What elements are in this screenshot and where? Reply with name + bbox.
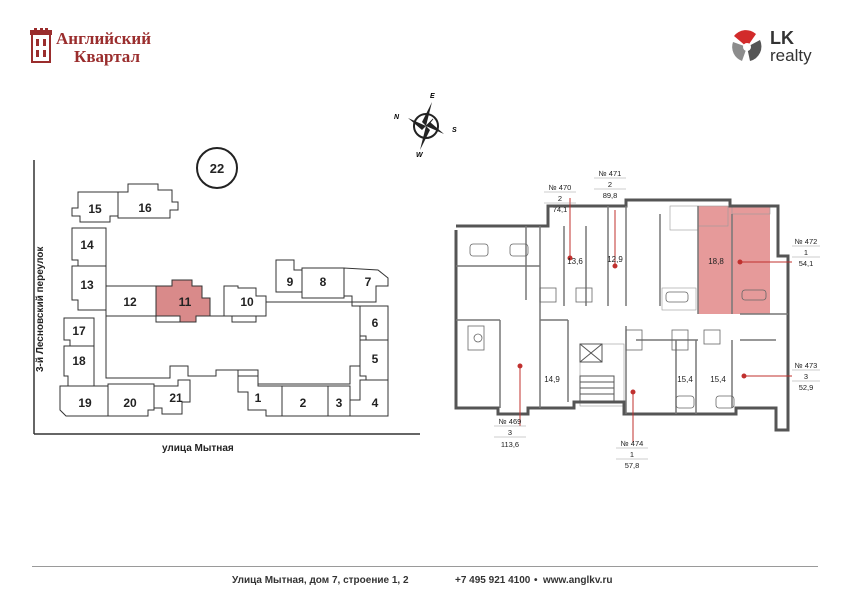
apartment-number: № 469 [499,417,522,426]
building-label-3: 3 [336,396,343,410]
building-13-outline [71,265,107,311]
apartment-473-info: № 473 3 52,9 [792,361,820,392]
building-label-7: 7 [365,275,372,289]
building-22-label: 22 [210,161,224,176]
brand-name-line2: Квартал [74,47,140,66]
building-label-20: 20 [123,396,137,410]
apartment-rooms: 3 [508,428,512,437]
compass-s-label: S [452,127,457,134]
building-label-16: 16 [138,201,152,215]
street-label-bottom: улица Мытная [162,443,234,454]
footer-separator: • [534,575,538,586]
building-label-8: 8 [320,275,327,289]
apartment-rooms: 1 [630,450,634,459]
footer-divider [32,566,818,567]
site-plan: 3-й Лесновский переулок улица Мытная 22 … [33,147,420,454]
castle-icon [30,28,52,63]
apartment-area: 54,1 [799,259,814,268]
apartment-area: 74,1 [553,205,568,214]
building-label-21: 21 [169,391,183,405]
building-label-15: 15 [88,202,102,216]
building-label-9: 9 [287,275,294,289]
building-label-11: 11 [179,295,192,309]
apartment-472-info: № 472 1 54,1 [792,237,820,268]
lk-swirl-icon [732,30,762,61]
floor-walls [454,198,790,432]
building-label-19: 19 [78,396,92,410]
building-label-18: 18 [72,354,86,368]
building-label-4: 4 [372,396,379,410]
building-16-outline [117,183,179,219]
building-label-10: 10 [240,295,254,309]
partner-name-line2: realty [770,46,812,65]
brand-name-line1: Английский [56,29,151,48]
apartment-area: 89,8 [603,191,618,200]
apartment-number: № 471 [599,170,622,178]
room-area-label: 18,8 [708,257,724,266]
bathroom-fixtures [467,243,767,409]
apartment-area: 113,6 [501,440,519,449]
room-area-label: 14,9 [544,375,560,384]
compass-n-label: N [394,114,400,121]
apartment-area: 57,8 [625,461,640,470]
building-11-highlight [155,279,211,323]
apartment-470-info: № 470 2 74,1 [544,183,576,214]
room-area-label: 13,6 [567,257,583,266]
apartment-474-info: № 474 1 57,8 [616,439,648,470]
building-22-circle [196,147,238,189]
building-17-outline [63,317,95,347]
building-label-17: 17 [72,324,86,338]
footer-phone: +7 495 921 4100 [455,575,531,586]
building-label-2: 2 [300,396,307,410]
floor-plan: 13,6 12,9 18,8 14,9 15,4 15,4 № 470 2 74… [454,170,820,470]
building-7-outline [343,267,389,303]
apartment-number: № 472 [795,237,818,246]
apartment-472-highlight [698,206,770,314]
apartment-471-info: № 471 2 89,8 [594,170,626,200]
apartment-number: № 473 [795,361,818,370]
building-4-outline [349,379,389,417]
partner-logo: LK realty [730,28,825,68]
apartment-area: 52,9 [799,383,814,392]
footer-website: www.anglkv.ru [543,575,613,586]
stair-elevator [579,343,615,403]
compass-rose-icon: E N S W [394,93,457,159]
building-14-outline [71,227,107,267]
building-label-13: 13 [80,278,94,292]
building-label-14: 14 [80,238,94,252]
apartment-rooms: 2 [558,194,562,203]
building-21-outline [153,379,191,415]
building-label-5: 5 [372,352,379,366]
brand-logo: Английский Квартал [30,28,170,68]
apartment-rooms: 1 [804,248,808,257]
building-label-6: 6 [372,316,379,330]
room-area-label: 12,9 [607,255,623,264]
apartment-rooms: 3 [804,372,808,381]
building-outlines [59,183,389,417]
compass-w-label: W [416,152,424,159]
building-label-12: 12 [123,295,137,309]
building-8-outline [301,267,345,299]
partner-name-line1: LK [770,28,794,48]
apartment-number: № 474 [621,439,644,448]
compass-e-label: E [430,93,435,100]
footer-address: Улица Мытная, дом 7, строение 1, 2 [232,575,409,586]
apartment-469-info: № 469 3 113,6 [494,417,526,449]
apartment-rooms: 2 [608,180,612,189]
building-19-outline [59,385,109,417]
room-area-label: 15,4 [677,375,693,384]
apartment-number: № 470 [549,183,572,192]
street-label-left: 3-й Лесновский переулок [35,246,46,372]
building-label-1: 1 [255,391,262,405]
apartment-pointers [517,198,792,442]
apartment-info-boxes: № 470 2 74,1 № 471 2 89,8 № 472 1 54,1 №… [494,170,820,470]
building-20-outline [107,383,155,417]
room-area-label: 15,4 [710,375,726,384]
